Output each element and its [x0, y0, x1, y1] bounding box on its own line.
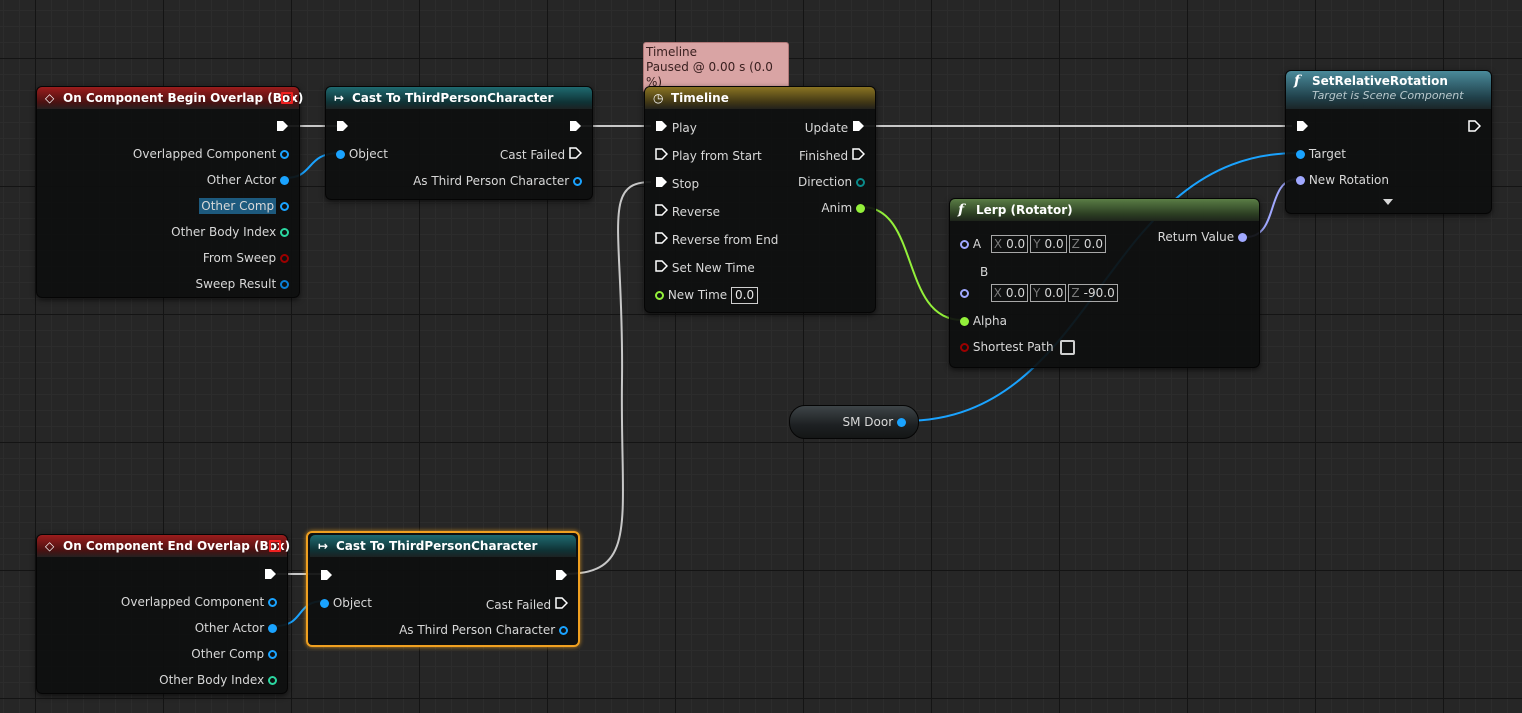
node-header[interactable]: ↦ Cast To ThirdPersonCharacter — [326, 87, 592, 109]
pin-cast-failed[interactable]: Cast Failed — [486, 597, 569, 612]
node-header[interactable]: ◷ Timeline — [645, 87, 875, 109]
pin-other-actor[interactable]: Other Actor — [207, 173, 289, 187]
clock-icon: ◷ — [653, 91, 664, 105]
new-time-input[interactable]: 0.0 — [731, 287, 759, 304]
pin-overlapped-component[interactable]: Overlapped Component — [121, 595, 277, 609]
wire-cast2-to-timeline-stop — [564, 181, 652, 575]
pin-update[interactable]: Update — [805, 120, 865, 135]
pin-sm-door[interactable]: SM Door — [843, 415, 906, 429]
pin-return-value[interactable]: Return Value — [1158, 230, 1247, 244]
node-begin-overlap[interactable]: ◇ On Component Begin Overlap (Box) Overl… — [36, 86, 303, 298]
event-delegate-icon[interactable] — [281, 92, 293, 104]
exec-out-pin[interactable] — [555, 569, 568, 584]
node-header[interactable]: ↦ Cast To ThirdPersonCharacter — [310, 535, 576, 557]
exec-arrow-icon — [570, 121, 581, 131]
exec-out-pin[interactable] — [1468, 120, 1482, 135]
exec-out-pin[interactable] — [276, 120, 289, 135]
pin-reverse-from-end[interactable]: Reverse from End — [655, 232, 778, 247]
pin-from-sweep[interactable]: From Sweep — [203, 251, 289, 265]
pin-direction[interactable]: Direction — [798, 175, 865, 189]
pin-other-body-index[interactable]: Other Body Index — [171, 225, 289, 239]
exec-arrow-icon — [337, 121, 348, 131]
pin-stop[interactable]: Stop — [655, 176, 699, 191]
pin-as-third-person-character[interactable]: As Third Person Character — [413, 174, 582, 188]
pin-new-time[interactable]: New Time 0.0 — [655, 287, 759, 304]
pin-anim[interactable]: Anim — [821, 201, 865, 215]
node-header[interactable]: ◇ On Component End Overlap (Box) — [37, 535, 290, 557]
pin-object[interactable]: Object — [336, 147, 388, 161]
pin-overlapped-component[interactable]: Overlapped Component — [133, 147, 289, 161]
shortest-path-checkbox[interactable] — [1059, 340, 1075, 355]
exec-out-pin[interactable] — [569, 120, 582, 135]
pin-as-third-person-character[interactable]: As Third Person Character — [399, 623, 568, 637]
node-set-relative-rotation[interactable]: f SetRelativeRotation Target is Scene Co… — [1285, 70, 1492, 214]
pin-other-actor[interactable]: Other Actor — [195, 621, 277, 635]
cast-arrow-icon: ↦ — [334, 91, 345, 105]
pin-set-new-time[interactable]: Set New Time — [655, 260, 755, 275]
b-z-field[interactable]: Z-90.0 — [1068, 284, 1118, 302]
function-icon: f — [958, 202, 965, 218]
pin-reverse[interactable]: Reverse — [655, 204, 720, 219]
pin-sweep-result[interactable]: Sweep Result — [195, 277, 289, 291]
event-diamond-icon: ◇ — [45, 539, 55, 553]
exec-out-pin[interactable] — [264, 568, 277, 583]
expand-arrow-icon[interactable] — [1383, 199, 1393, 205]
exec-in-pin[interactable] — [1296, 120, 1309, 135]
cast-arrow-icon: ↦ — [318, 539, 329, 553]
event-diamond-icon: ◇ — [45, 91, 55, 105]
variable-sm-door[interactable]: SM Door — [789, 405, 919, 439]
pin-new-rotation[interactable]: New Rotation — [1296, 173, 1389, 187]
node-cast-to-character-2[interactable]: ↦ Cast To ThirdPersonCharacter Object Ca… — [306, 531, 580, 647]
pin-b-label: B — [980, 265, 989, 279]
pin-other-comp[interactable]: Other Comp — [199, 198, 289, 214]
pin-shortest-path[interactable]: Shortest Path — [960, 340, 1075, 355]
node-cast-to-character-1[interactable]: ↦ Cast To ThirdPersonCharacter Object Ca… — [325, 86, 593, 200]
event-delegate-icon[interactable] — [269, 540, 281, 552]
pin-finished[interactable]: Finished — [799, 148, 866, 163]
node-end-overlap[interactable]: ◇ On Component End Overlap (Box) Overlap… — [36, 534, 290, 694]
pin-cast-failed[interactable]: Cast Failed — [500, 147, 583, 162]
exec-in-pin[interactable] — [336, 120, 349, 135]
exec-arrow-icon — [277, 121, 288, 131]
pin-play[interactable]: Play — [655, 120, 697, 135]
pin-other-comp[interactable]: Other Comp — [191, 647, 277, 661]
pin-target[interactable]: Target — [1296, 147, 1346, 161]
pin-alpha[interactable]: Alpha — [960, 314, 1007, 328]
pin-object[interactable]: Object — [320, 596, 372, 610]
exec-in-pin[interactable] — [320, 569, 333, 584]
wire-anim-to-alpha — [861, 206, 963, 321]
node-header[interactable]: f SetRelativeRotation Target is Scene Co… — [1286, 71, 1491, 109]
node-header[interactable]: f Lerp (Rotator) — [950, 199, 1259, 221]
pin-other-body-index[interactable]: Other Body Index — [159, 673, 277, 687]
node-timeline[interactable]: ◷ Timeline Play Play from Start Stop Rev… — [644, 86, 876, 313]
pin-play-from-start[interactable]: Play from Start — [655, 148, 762, 163]
function-icon: f — [1294, 73, 1301, 89]
node-header[interactable]: ◇ On Component Begin Overlap (Box) — [37, 87, 303, 109]
